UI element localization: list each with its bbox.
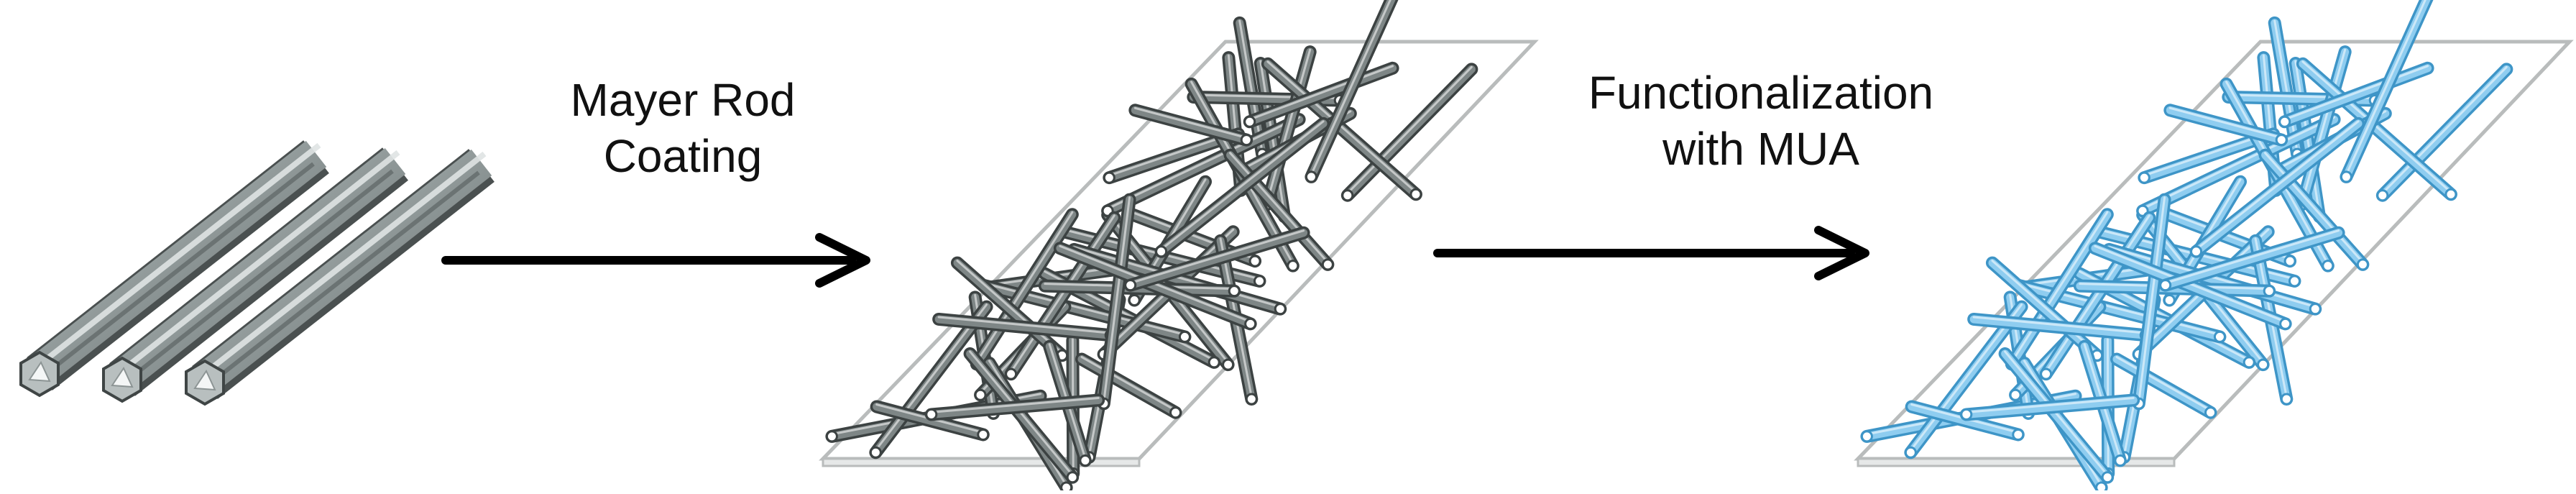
nanowire [2158, 226, 2345, 292]
nanowire [2039, 211, 2156, 381]
nanowire [1998, 347, 2115, 484]
nanowire [2296, 57, 2457, 201]
nanowire [2375, 63, 2513, 202]
functionalized-substrate-icon [1854, 0, 2574, 494]
nanowire [1305, 0, 1399, 183]
rods-icon [19, 140, 494, 406]
nanowire [1075, 352, 1182, 419]
step-2-label-line-1: Functionalization [1588, 67, 1934, 119]
nanowire [1959, 393, 2140, 421]
nanowire [1904, 300, 2028, 459]
rod-2 [102, 147, 408, 403]
nanowire [1154, 116, 1330, 258]
step-1-label-line-1: Mayer Rod [570, 74, 796, 126]
nanowire [1967, 312, 2153, 342]
nanowire [1243, 61, 1399, 129]
arrow-1-icon [441, 233, 870, 288]
substrate [819, 40, 1539, 461]
nanowire [963, 347, 1080, 484]
nanowire [1128, 104, 1254, 147]
nanowire [2258, 148, 2370, 271]
nanowire [2340, 0, 2434, 183]
nanowire [2189, 116, 2365, 258]
rod-1 [19, 140, 329, 398]
nanowire [1123, 226, 1310, 292]
nanowire [932, 312, 1118, 342]
nanowire [2278, 61, 2434, 129]
step-1-label: Mayer Rod Coating [496, 72, 870, 184]
step-1-label-line-2: Coating [603, 130, 763, 182]
step-2-label-line-2: with MUA [1662, 123, 1859, 175]
nanowire [2163, 104, 2288, 147]
nanowire [1004, 211, 1121, 381]
nanowire [1985, 256, 2104, 362]
nanowire-network [825, 0, 1478, 494]
nanowire [1261, 57, 1422, 201]
rod-3 [185, 149, 494, 406]
coated-substrate-icon [819, 0, 1539, 494]
nanowire [2136, 113, 2341, 218]
nanowire [869, 300, 993, 459]
nanowire [1223, 148, 1335, 271]
nanowire [1340, 63, 1478, 202]
nanowire [924, 393, 1105, 421]
nanowire [2110, 352, 2217, 419]
nanowire-network [1860, 0, 2513, 494]
arrow-2-icon [1433, 226, 1869, 280]
step-2-label: Functionalization with MUA [1538, 65, 1984, 177]
